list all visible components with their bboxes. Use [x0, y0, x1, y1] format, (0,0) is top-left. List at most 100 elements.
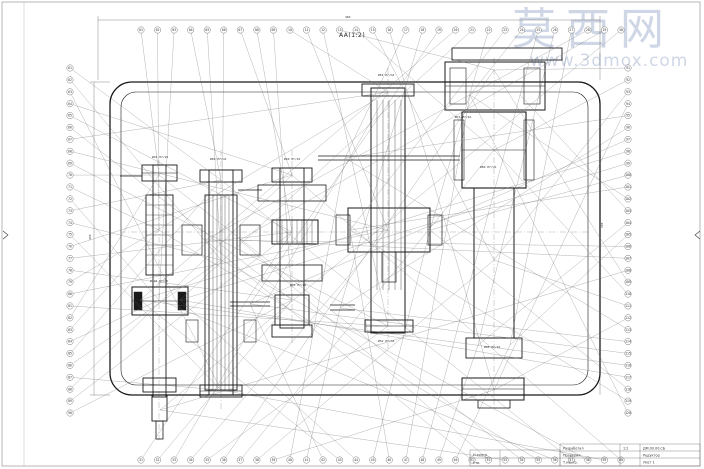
title-block-title: Редуктор: [643, 454, 660, 458]
callout-right-107: 107: [625, 256, 631, 260]
leader-line: [339, 307, 629, 342]
callout-balloon: [567, 456, 575, 464]
callout-balloon: [66, 76, 74, 84]
housing: [109, 81, 601, 396]
shaft-5-top-cap: [451, 47, 563, 61]
leader-line: [349, 186, 629, 231]
leader-line: [69, 299, 160, 342]
leader-line: [69, 91, 389, 140]
callout-left-86: 86: [68, 364, 72, 368]
callout-balloon: [624, 159, 632, 167]
leader-line: [493, 67, 629, 71]
callout-balloon: [624, 362, 632, 369]
fit-annotation: Ø62 H7/h6: [378, 72, 394, 77]
leader-line: [190, 229, 389, 461]
shaft-1-input: [131, 164, 189, 440]
leader-line: [69, 198, 160, 301]
callout-left-76: 76: [68, 245, 72, 249]
callout-balloon: [501, 456, 509, 464]
callout-balloon: [624, 409, 632, 417]
leader-line: [438, 344, 479, 461]
callout-top-30: 30: [619, 28, 623, 32]
callout-top-04: 04: [189, 28, 193, 32]
callout-right-95: 95: [626, 114, 630, 118]
callout-balloon: [270, 456, 277, 464]
callout-balloon: [220, 26, 228, 34]
callout-balloon: [435, 456, 443, 464]
callout-balloon: [66, 64, 74, 72]
callout-balloon: [624, 314, 632, 322]
callout-left-81: 81: [68, 304, 72, 308]
callout-left-72: 72: [68, 197, 72, 201]
callout-balloon: [203, 456, 211, 464]
shaft-4-gear-hub-right: [427, 214, 443, 246]
callout-left-89: 89: [68, 399, 72, 403]
leader-line: [239, 239, 489, 461]
callout-balloon: [319, 456, 327, 464]
fit-annotation: Ø80 H7/n6: [480, 164, 496, 169]
leader-line: [519, 29, 539, 96]
callout-top-07: 07: [238, 28, 242, 32]
callout-bottom-54: 54: [520, 458, 524, 462]
shaft-3-mid-collar: [261, 264, 323, 282]
leader-line: [204, 239, 473, 461]
callout-balloon: [601, 26, 608, 34]
callout-balloon: [236, 26, 244, 34]
callout-balloon: [485, 26, 492, 34]
callout-balloon: [66, 243, 74, 250]
watermark-url: www.3dmox.com: [530, 51, 688, 71]
callout-right-113: 113: [625, 328, 631, 332]
left-height-value: 340: [88, 234, 92, 240]
callout-bottom-40: 40: [288, 458, 292, 462]
callout-balloon: [66, 124, 74, 131]
leader-line: [493, 69, 629, 283]
callout-top-27: 27: [569, 28, 573, 32]
callout-bottom-56: 56: [553, 458, 557, 462]
callout-balloon: [624, 254, 632, 262]
callout-right-97: 97: [626, 137, 630, 141]
leader-line: [69, 305, 389, 327]
callout-balloon: [624, 243, 632, 250]
callout-balloon: [624, 219, 632, 227]
callout-left-69: 69: [68, 161, 72, 165]
leader-line: [493, 79, 629, 151]
callout-left-62: 62: [68, 78, 72, 82]
callout-balloon: [501, 26, 509, 34]
callout-bottom-43: 43: [338, 458, 342, 462]
leader-line: [69, 174, 160, 318]
callout-balloon: [66, 159, 74, 167]
callout-balloon: [270, 26, 277, 34]
callout-balloon: [66, 409, 74, 417]
center-marker-right: [694, 230, 701, 240]
leader-line: [157, 29, 160, 231]
callout-balloon: [236, 456, 244, 464]
housing-outer: [109, 81, 601, 396]
callout-balloon: [369, 26, 377, 34]
callout-balloon: [624, 64, 632, 72]
leader-line: [372, 29, 495, 261]
callout-balloon: [624, 207, 632, 215]
leader-line: [291, 174, 622, 461]
fit-annotation: Ø40 H7/k6: [284, 156, 300, 161]
callout-balloon: [66, 362, 74, 369]
leader-line: [69, 179, 222, 354]
leader-line: [429, 174, 629, 231]
leader-line: [157, 299, 293, 461]
leader-line: [469, 94, 629, 414]
callout-balloon: [66, 302, 74, 310]
leader-line: [139, 29, 456, 301]
internal-linkages: [120, 155, 460, 311]
callout-balloon: [584, 26, 592, 34]
leader-line: [69, 377, 222, 391]
fit-annotation: Ø35 H7/k6: [290, 282, 306, 287]
leader-line: [69, 179, 222, 211]
fit-annotation: Ø60 H7/n6: [210, 156, 226, 161]
callout-bottom-51: 51: [470, 458, 474, 462]
shaft-2-side-hub-left: [181, 224, 203, 256]
callout-right-105: 105: [625, 233, 631, 237]
callout-balloon: [336, 456, 343, 464]
callout-top-08: 08: [255, 28, 259, 32]
callout-top-10: 10: [288, 28, 292, 32]
callout-bottom-38: 38: [255, 458, 259, 462]
